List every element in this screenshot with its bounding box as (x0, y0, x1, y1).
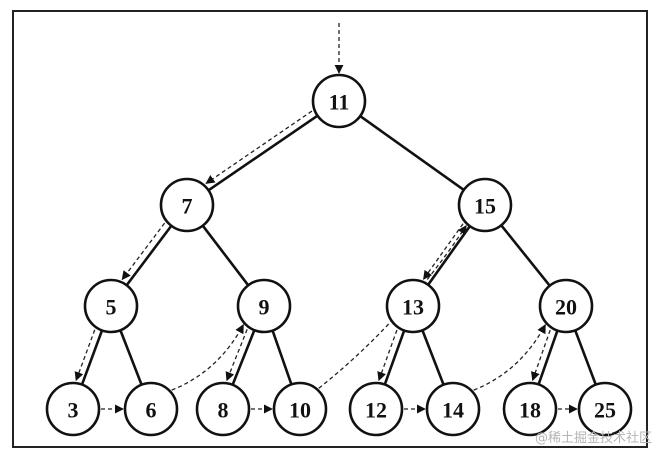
node-label: 5 (106, 295, 117, 320)
node-circle (123, 381, 179, 437)
edge-7-5 (125, 224, 173, 287)
traversal-arrow-11-7 (205, 110, 313, 184)
node-circle (502, 381, 558, 437)
tree-node-15: 15 (457, 177, 513, 233)
traversal-arrow-5-3 (74, 329, 96, 382)
traversal-arrow-9-8 (225, 329, 248, 382)
node-label: 3 (68, 398, 79, 423)
node-circle (236, 278, 292, 334)
tree-nodes: 11 7 15 5 9 13 20 3 6 8 10 12 14 18 25 (45, 73, 633, 437)
node-circle (159, 177, 215, 233)
tree-edges (80, 114, 598, 386)
node-label: 20 (555, 295, 577, 320)
traversal-path (74, 110, 578, 414)
edge-13-12 (383, 330, 406, 385)
node-circle (385, 278, 441, 334)
tree-node-20: 20 (538, 278, 594, 334)
node-circle (425, 381, 481, 437)
node-circle (348, 381, 404, 437)
node-label: 25 (594, 398, 616, 423)
traversal-arrow-20-18 (531, 329, 551, 382)
edge-20-25 (573, 329, 598, 386)
traversal-arrow-7-5 (121, 222, 166, 281)
tree-node-12: 12 (348, 381, 404, 437)
tree-node-18: 18 (502, 381, 558, 437)
tree-node-6: 6 (123, 381, 179, 437)
node-label: 6 (146, 398, 157, 423)
node-circle (195, 381, 251, 437)
node-label: 9 (259, 295, 270, 320)
tree-node-5: 5 (83, 278, 139, 334)
node-label: 12 (365, 398, 387, 423)
edge-9-10 (271, 330, 293, 385)
edge-7-9 (201, 224, 250, 287)
node-label: 15 (474, 194, 496, 219)
edge-5-6 (119, 329, 143, 386)
node-label: 13 (402, 295, 424, 320)
tree-node-8: 8 (195, 381, 251, 437)
tree-node-13: 13 (385, 278, 441, 334)
edge-13-14 (421, 329, 445, 386)
tree-node-3: 3 (45, 381, 101, 437)
traversal-arrow-14-20 (473, 324, 546, 391)
traversal-arrow-15-13 (423, 223, 464, 280)
traversal-arrow-13-12 (377, 329, 398, 382)
diagram-frame (12, 10, 648, 448)
node-label: 14 (442, 398, 464, 423)
node-label: 8 (218, 398, 229, 423)
node-label: 18 (519, 398, 541, 423)
node-circle (45, 381, 101, 437)
edge-20-18 (537, 330, 559, 385)
tree-node-7: 7 (159, 177, 215, 233)
node-circle (272, 381, 328, 437)
node-label: 11 (329, 90, 350, 115)
tree-node-9: 9 (236, 278, 292, 334)
tree-node-25: 25 (577, 381, 633, 437)
edge-15-13 (427, 225, 471, 286)
edge-11-7 (207, 114, 319, 192)
traversal-arrow-6-9 (171, 324, 244, 391)
watermark-text: @稀土掘金技术社区 (534, 431, 652, 446)
node-circle (83, 278, 139, 334)
node-circle (457, 177, 513, 233)
tree-node-14: 14 (425, 381, 481, 437)
tree-node-10: 10 (272, 381, 328, 437)
edge-15-20 (500, 224, 551, 287)
node-circle (311, 73, 367, 129)
edge-5-3 (80, 329, 104, 386)
edge-11-15 (359, 115, 465, 191)
node-circle (577, 381, 633, 437)
edge-9-8 (231, 329, 256, 386)
node-label: 7 (182, 194, 193, 219)
node-circle (538, 278, 594, 334)
tree-node-11: 11 (311, 73, 367, 129)
node-label: 10 (289, 398, 311, 423)
